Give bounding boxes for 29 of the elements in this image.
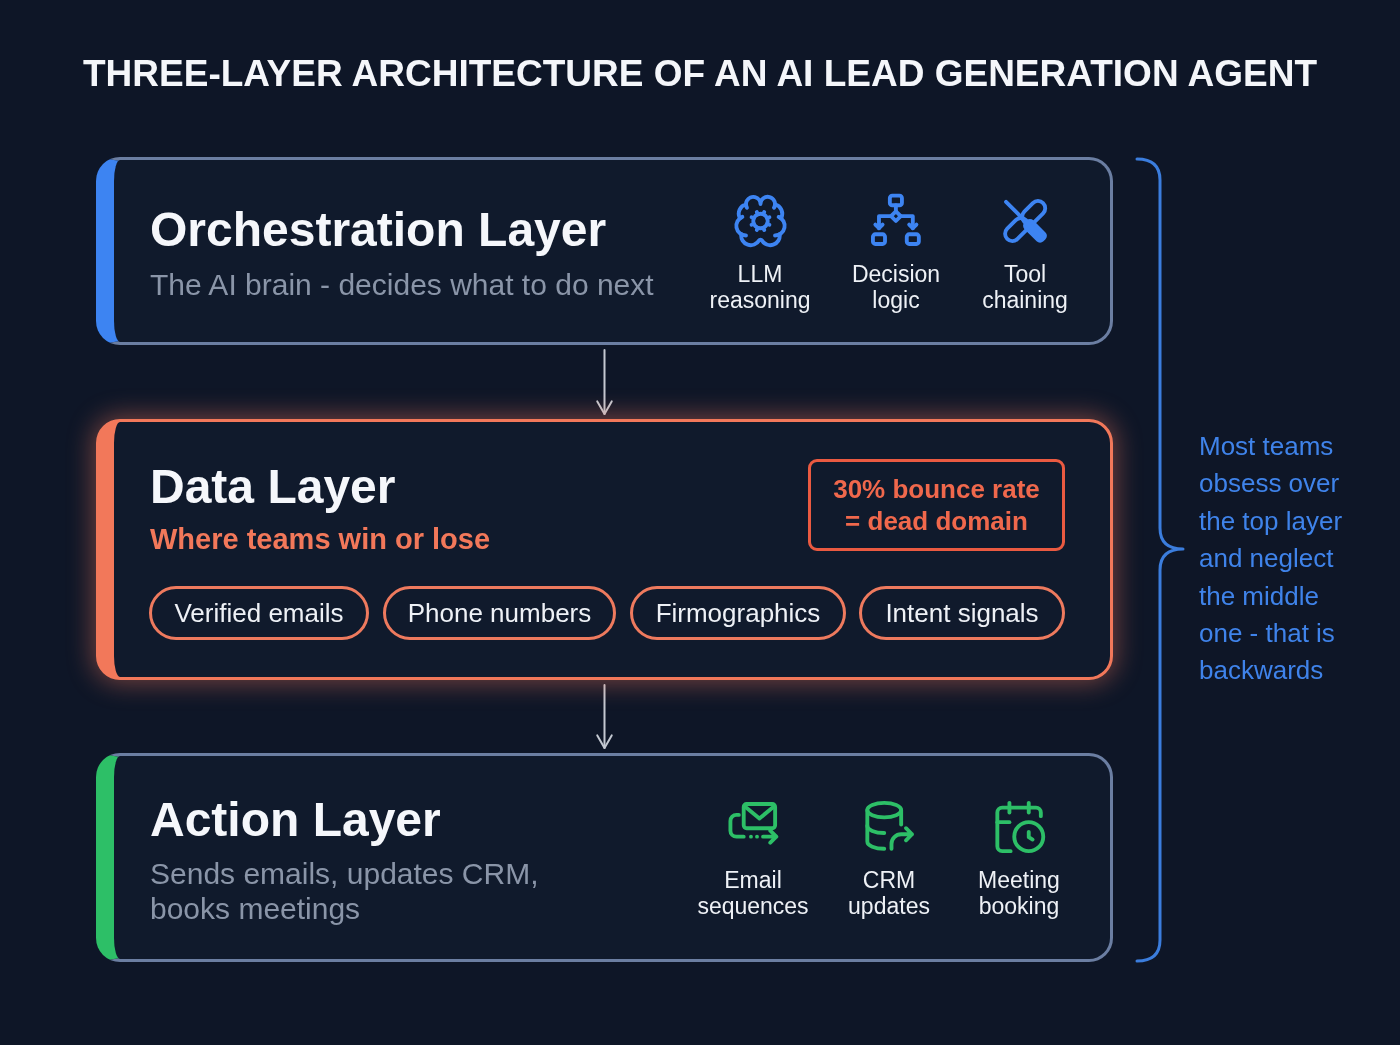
layer-heading: Action Layer xyxy=(150,794,441,846)
tag-pill xyxy=(383,586,616,640)
icon-caption: LLM reasoning xyxy=(709,261,811,313)
layer-subtitle: Where teams win or lose xyxy=(150,522,491,557)
callout-box xyxy=(808,459,1065,551)
callout-text: 30% bounce rate = dead domain xyxy=(832,473,1041,537)
layer-heading: Orchestration Layer xyxy=(150,204,607,256)
icon-caption: Email sequences xyxy=(697,867,809,919)
flow-arrow xyxy=(596,684,613,749)
side-note: Most teams obsess over the top layer and neglect the middle one - that is backwards xyxy=(1199,430,1344,688)
diagram-title: THREE-LAYER ARCHITECTURE OF AN AI LEAD GENERATION AGENT xyxy=(83,52,1317,96)
icon-caption: Meeting booking xyxy=(978,867,1060,919)
layer-panel xyxy=(96,419,1113,680)
layer-panel xyxy=(96,753,1113,962)
icon-caption: Decision logic xyxy=(851,261,941,313)
layer-subtitle: The AI brain - decides what to do next xyxy=(150,267,654,302)
tag-text: Verified emails xyxy=(174,598,344,628)
tag-pill xyxy=(149,586,369,640)
layer-panel xyxy=(96,157,1113,345)
tag-text: Phone numbers xyxy=(407,598,592,628)
tag-pill xyxy=(859,586,1065,640)
icon-caption: CRM updates xyxy=(848,867,930,919)
tag-text: Firmographics xyxy=(655,598,821,628)
layer-subtitle: Sends emails, updates CRM, books meetings xyxy=(150,856,540,926)
tag-text: Intent signals xyxy=(885,598,1039,628)
icon-caption: Tool chaining xyxy=(982,261,1068,313)
tag-pill xyxy=(630,586,846,640)
layer-heading: Data Layer xyxy=(150,461,396,513)
flow-arrow xyxy=(596,349,613,415)
